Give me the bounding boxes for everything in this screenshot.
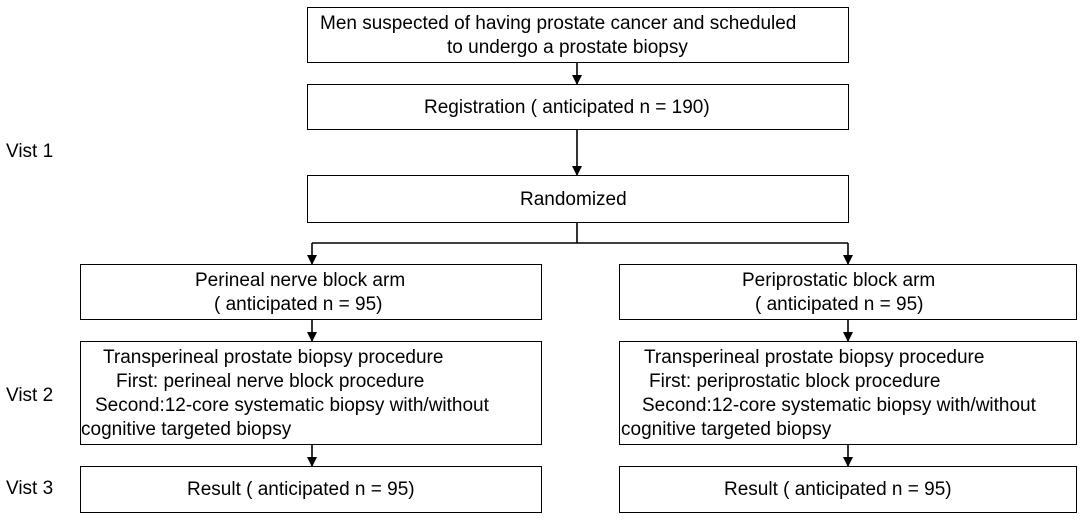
- right-procedure-line-3: Second:12-core systematic biopsy with/wi…: [642, 395, 1036, 416]
- visit-2-label: Vist 2: [6, 385, 54, 406]
- visit-3-label: Vist 3: [6, 478, 54, 499]
- left-procedure-line-2: First: perineal nerve block procedure: [116, 371, 425, 392]
- right-procedure-box: Transperineal prostate biopsy procedure …: [619, 341, 1077, 445]
- right-result-label: Result ( anticipated n = 95): [724, 479, 952, 500]
- left-procedure-line-3: Second:12-core systematic biopsy with/wi…: [95, 395, 489, 416]
- left-result-label: Result ( anticipated n = 95): [187, 479, 415, 500]
- randomized-box: Randomized: [307, 175, 849, 223]
- left-arm-title: Perineal nerve block arm: [195, 270, 406, 291]
- population-line-2: to undergo a prostate biopsy: [447, 37, 688, 58]
- right-arm-n: ( anticipated n = 95): [755, 294, 924, 315]
- visit-1-label: Vist 1: [6, 141, 54, 162]
- left-procedure-line-1: Transperineal prostate biopsy procedure: [103, 347, 444, 368]
- registration-box: Registration ( anticipated n = 190): [307, 84, 849, 130]
- right-arm-box: Periprostatic block arm ( anticipated n …: [619, 264, 1077, 320]
- right-procedure-line-1: Transperineal prostate biopsy procedure: [644, 347, 985, 368]
- right-arm-title: Periprostatic block arm: [742, 270, 936, 291]
- randomized-label: Randomized: [520, 189, 627, 210]
- left-procedure-line-4: cognitive targeted biopsy: [81, 419, 292, 440]
- left-result-box: Result ( anticipated n = 95): [80, 466, 542, 513]
- population-box: Men suspected of having prostate cancer …: [307, 7, 849, 63]
- right-result-box: Result ( anticipated n = 95): [619, 466, 1077, 513]
- left-arm-box: Perineal nerve block arm ( anticipated n…: [80, 264, 542, 320]
- left-procedure-box: Transperineal prostate biopsy procedure …: [80, 341, 542, 445]
- right-procedure-line-2: First: periprostatic block procedure: [649, 371, 941, 392]
- registration-label: Registration ( anticipated n = 190): [424, 97, 710, 118]
- population-line-1: Men suspected of having prostate cancer …: [320, 13, 797, 34]
- left-arm-n: ( anticipated n = 95): [214, 294, 383, 315]
- right-procedure-line-4: cognitive targeted biopsy: [621, 419, 832, 440]
